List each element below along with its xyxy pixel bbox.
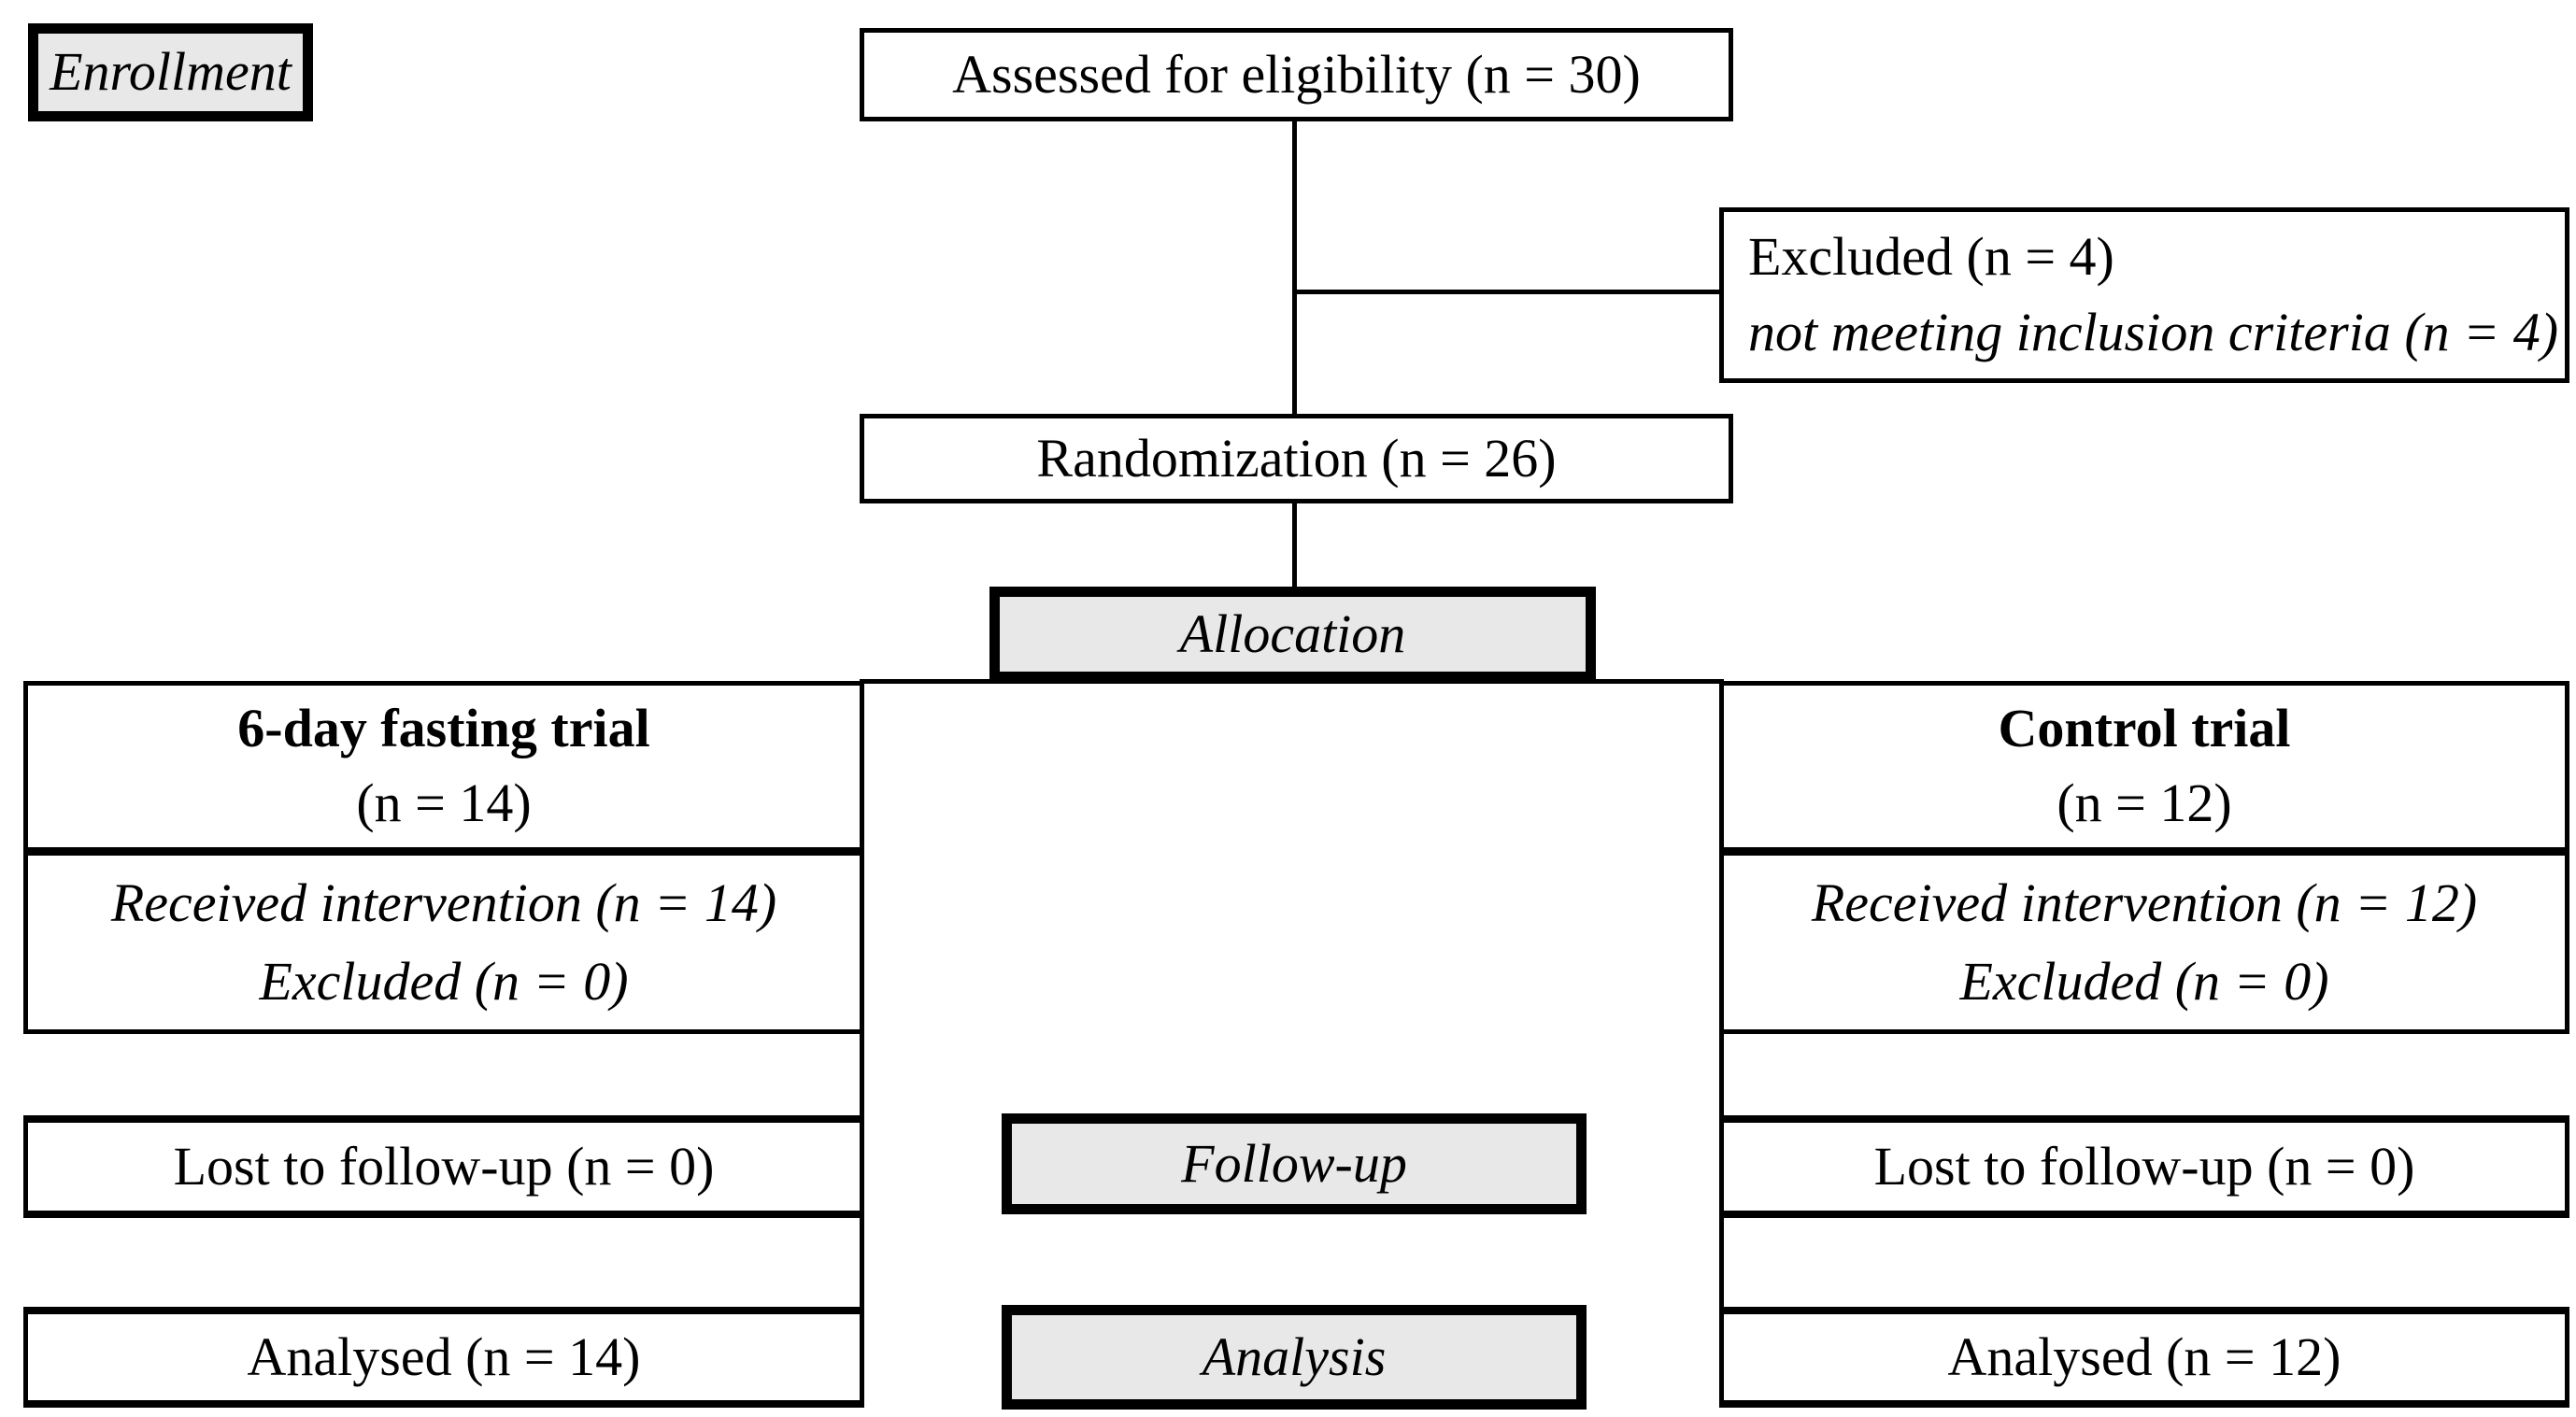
- control-arm-excluded: Excluded (n = 0): [1959, 950, 2329, 1012]
- enrollment-stage-label: Enrollment: [28, 23, 313, 121]
- control-lost-to-follow-up-box: Lost to follow-up (n = 0): [1719, 1115, 2569, 1218]
- control-arm-box: Control trial (n = 12) Received interven…: [1719, 681, 2569, 1034]
- connector-to-excluded-box: [1294, 290, 1719, 294]
- control-arm-header: Control trial (n = 12): [1724, 686, 2565, 856]
- control-arm-details: Received intervention (n = 12) Excluded …: [1724, 856, 2565, 1029]
- connector-right-arm-rail: [1719, 679, 1724, 1406]
- fasting-arm-received: Received intervention (n = 14): [110, 871, 777, 933]
- fasting-arm-n: (n = 14): [356, 772, 532, 834]
- control-arm-title: Control trial: [1998, 698, 2291, 759]
- allocation-stage-label: Allocation: [989, 587, 1596, 682]
- fasting-lost-to-follow-up-box: Lost to follow-up (n = 0): [23, 1115, 864, 1218]
- fasting-arm-header: 6-day fasting trial (n = 14): [28, 686, 860, 856]
- control-arm-n: (n = 12): [2057, 772, 2232, 834]
- fasting-arm-excluded: Excluded (n = 0): [259, 950, 629, 1012]
- control-analysed-box: Analysed (n = 12): [1719, 1307, 2569, 1408]
- follow-up-stage-label: Follow-up: [1002, 1113, 1587, 1214]
- assessed-eligibility-box: Assessed for eligibility (n = 30): [860, 28, 1733, 121]
- fasting-arm-details: Received intervention (n = 14) Excluded …: [28, 856, 860, 1029]
- excluded-count-text: Excluded (n = 4): [1748, 225, 2114, 287]
- connector-left-arm-rail: [860, 679, 864, 1406]
- fasting-analysed-box: Analysed (n = 14): [23, 1307, 864, 1408]
- fasting-arm-title: 6-day fasting trial: [237, 698, 650, 759]
- excluded-reason-text: not meeting inclusion criteria (n = 4): [1748, 302, 2559, 363]
- randomization-box: Randomization (n = 26): [860, 414, 1733, 503]
- excluded-box: Excluded (n = 4) not meeting inclusion c…: [1719, 207, 2569, 383]
- analysis-stage-label: Analysis: [1002, 1305, 1587, 1410]
- connector-assessed-to-randomization: [1292, 120, 1297, 418]
- connector-randomization-to-allocation: [1292, 503, 1297, 591]
- fasting-arm-box: 6-day fasting trial (n = 14) Received in…: [23, 681, 864, 1034]
- control-arm-received: Received intervention (n = 12): [1811, 871, 2478, 933]
